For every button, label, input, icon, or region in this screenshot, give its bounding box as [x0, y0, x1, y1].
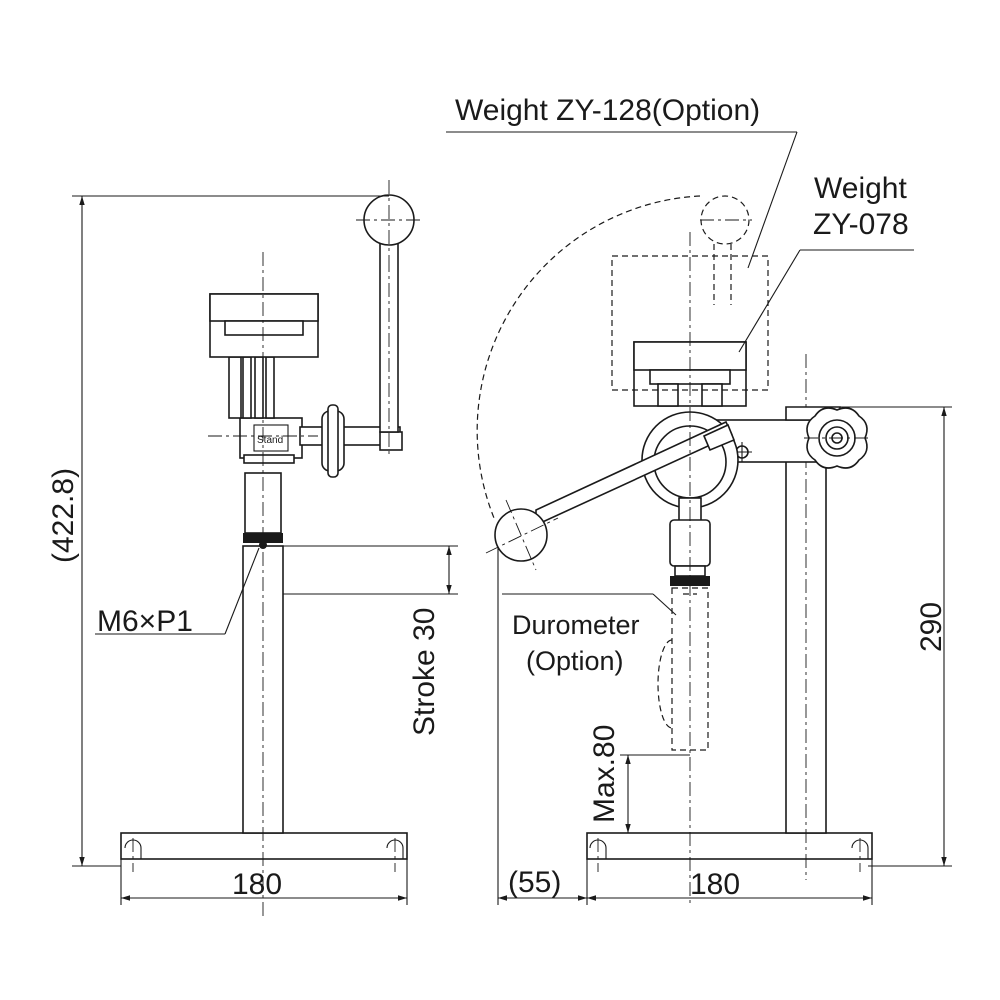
label-base-left: 180	[232, 868, 282, 901]
mounting-hole-icon	[124, 838, 404, 872]
label-stroke: Stroke 30	[408, 608, 441, 736]
label-thread: M6×P1	[97, 605, 193, 638]
front-view: Stand	[120, 180, 424, 920]
side-dimensions	[446, 131, 952, 905]
durometer	[671, 587, 709, 751]
side-view	[476, 195, 873, 905]
front-dimensions	[72, 195, 458, 905]
swing-arc	[476, 195, 701, 519]
label-weight-line2: ZY-078	[813, 208, 909, 241]
label-durometer-line1: Durometer	[512, 610, 640, 640]
label-offset: (55)	[508, 866, 561, 899]
label-weight-option: Weight ZY-128(Option)	[455, 94, 760, 127]
front-base	[120, 832, 408, 860]
side-base	[586, 832, 873, 860]
handle-lever	[494, 420, 736, 562]
label-durometer-line2: (Option)	[526, 646, 624, 676]
label-overall-height: (422.8)	[47, 468, 80, 563]
knob-icon	[321, 404, 345, 478]
label-max-height: Max.80	[588, 725, 621, 823]
optional-weight	[611, 255, 769, 391]
logo-text: Stand	[257, 435, 283, 446]
label-base-right: 180	[690, 868, 740, 901]
label-column-height: 290	[915, 602, 948, 652]
label-weight-line1: Weight	[814, 172, 907, 205]
